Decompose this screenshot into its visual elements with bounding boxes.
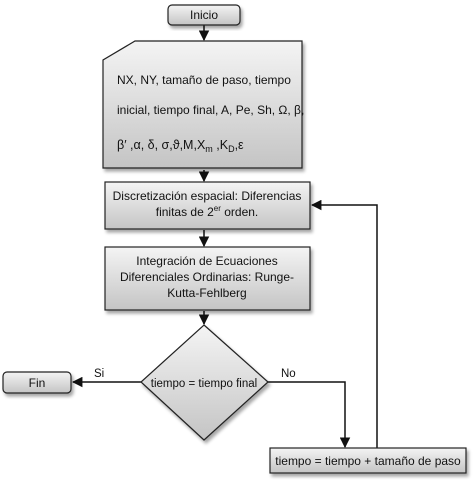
- end-node: [2, 371, 72, 394]
- end-label: Fin: [29, 376, 46, 390]
- decision-label: tiempo = tiempo final: [151, 378, 257, 390]
- yes-label: Si: [94, 368, 104, 380]
- edge-decision-update: [268, 381, 351, 449]
- integration-node: [104, 246, 311, 311]
- input-line-3: β′ ,α, δ, σ,ϑ,M,Xm ,KD,ε: [117, 138, 244, 154]
- update-node: [269, 447, 467, 474]
- decision-node: [140, 324, 269, 441]
- integration-line-1: Integración de Ecuaciones: [136, 254, 277, 268]
- input-line-2: inicial, tiempo final, A, Pe, Sh, Ω, β,: [117, 103, 304, 117]
- integration-line-3: Kutta-Fehlberg: [167, 286, 246, 300]
- discretization-node: [104, 181, 311, 230]
- input-line-1: NX, NY, tamaño de paso, tiempo: [117, 73, 291, 87]
- discretization-line-2: finitas de 2er orden.: [156, 204, 259, 219]
- no-label: No: [281, 368, 296, 380]
- update-label: tiempo = tiempo + tamaño de paso: [275, 454, 461, 468]
- start-label: Inicio: [190, 8, 218, 22]
- input-node: [102, 40, 303, 169]
- integration-line-2: Diferenciales Ordinarias: Runge-: [120, 270, 294, 284]
- discretization-line-1: Discretización espacial: Diferencias: [113, 189, 302, 203]
- edge-update-loop: [310, 199, 378, 448]
- start-node: [167, 4, 241, 26]
